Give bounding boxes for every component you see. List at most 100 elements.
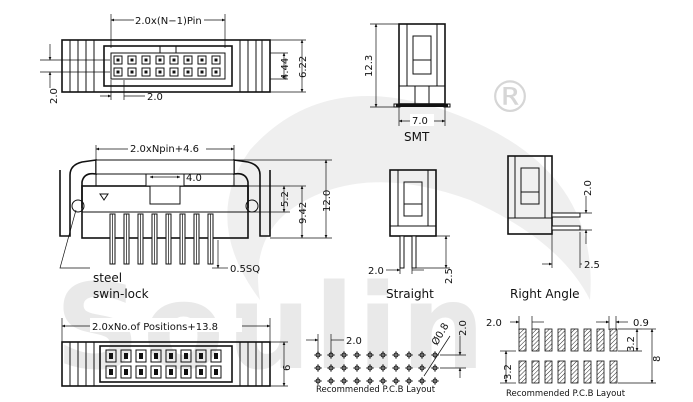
- bottom-pin: [124, 353, 128, 359]
- top-pin-cell: [141, 55, 151, 65]
- pcb2-pad: [557, 328, 566, 352]
- bottom-pin: [199, 353, 203, 359]
- pcb2-dim-pad: 0.9: [633, 318, 649, 329]
- callout-steel: steel: [93, 271, 122, 285]
- top-pin-cell: [113, 67, 123, 77]
- callout-swin-lock: swin-lock: [93, 287, 149, 301]
- bottom-pin-cell: [105, 365, 117, 379]
- front-view: 2.0xNpin+4.6 4.0 5.2 9.42 12.0 0.5SQ ste…: [59, 141, 333, 301]
- bottom-pin: [109, 353, 113, 359]
- bottom-pin-cell: [105, 349, 117, 363]
- bottom-pin: [139, 353, 143, 359]
- pcb2-pad: [609, 360, 618, 384]
- top-pin-cell: [155, 55, 165, 65]
- dim-ra-pitch: 2.0: [583, 180, 594, 196]
- bottom-pin-cell: [120, 365, 132, 379]
- dim-bottom-height: 6: [282, 365, 293, 371]
- bottom-pin-cell: [180, 365, 192, 379]
- dim-smt-width: 7.0: [412, 116, 428, 127]
- top-pin-cell: [197, 55, 207, 65]
- dim-top-pitch-bottom: 2.0: [147, 92, 163, 103]
- top-pin: [116, 58, 120, 62]
- bottom-pin-cell: [165, 349, 177, 363]
- pcb2-pad: [583, 328, 592, 352]
- bottom-pin: [154, 353, 158, 359]
- bottom-pin: [109, 369, 113, 375]
- bottom-pin-cell: [210, 349, 222, 363]
- top-pin-cell: [169, 55, 179, 65]
- pcb2-pad: [531, 328, 540, 352]
- pcb2-pad: [518, 328, 527, 352]
- bottom-view: 2.0xNo.of Positions+13.8 6: [61, 318, 293, 387]
- bottom-pin: [124, 369, 128, 375]
- pcb1-holes: [314, 351, 439, 385]
- pcb2-label: Recommended P.C.B Layout: [506, 389, 626, 399]
- top-pin-cell: [211, 55, 221, 65]
- top-view-pins: [113, 55, 221, 77]
- bottom-pin: [169, 369, 173, 375]
- pcb2-pad: [596, 360, 605, 384]
- bottom-pin-cell: [150, 349, 162, 363]
- bottom-pin: [139, 369, 143, 375]
- dim-bottom-width: 2.0xNo.of Positions+13.8: [92, 322, 218, 333]
- registered-mark: ®: [488, 72, 532, 123]
- top-pin-cell: [141, 67, 151, 77]
- dim-front-width: 2.0xNpin+4.6: [130, 144, 199, 155]
- top-pin-cell: [211, 67, 221, 77]
- bottom-pin-cell: [210, 365, 222, 379]
- right-angle-view: 2.0 2.5 Right Angle: [507, 155, 600, 301]
- pcb2-pad: [544, 328, 553, 352]
- pcb2-pad: [570, 360, 579, 384]
- pcb2-pads: [518, 328, 618, 384]
- pcb2-dim-total: 8: [652, 356, 663, 362]
- smt-label: SMT: [404, 130, 430, 144]
- bottom-pin-cell: [165, 365, 177, 379]
- dim-front-inner: 4.0: [186, 173, 202, 184]
- top-pin: [214, 58, 218, 62]
- top-pin: [158, 58, 162, 62]
- dim-front-pin: 0.5SQ: [230, 264, 260, 275]
- top-pin-cell: [183, 67, 193, 77]
- dim-top-pitch-left: 2.0: [49, 88, 60, 104]
- top-pin-cell: [127, 67, 137, 77]
- top-pin: [200, 70, 204, 74]
- pcb1-dim-pitch-x: 2.0: [346, 336, 362, 347]
- top-pin: [130, 70, 134, 74]
- bottom-pin: [184, 369, 188, 375]
- top-pin: [158, 70, 162, 74]
- pcb2-pad: [609, 328, 618, 352]
- bottom-pin-cell: [150, 365, 162, 379]
- bottom-pin: [199, 369, 203, 375]
- top-pin-cell: [155, 67, 165, 77]
- bottom-pin-cell: [135, 365, 147, 379]
- top-pin-cell: [127, 55, 137, 65]
- dim-top-h2: 6.22: [298, 56, 309, 78]
- top-pin: [116, 70, 120, 74]
- top-pin: [200, 58, 204, 62]
- top-pin: [172, 58, 176, 62]
- dim-front-h2: 9.42: [298, 202, 309, 224]
- bottom-pin: [169, 353, 173, 359]
- bottom-view-pins: [105, 349, 222, 379]
- straight-label: Straight: [386, 287, 434, 301]
- dim-top-h1: 4.44: [280, 58, 291, 80]
- right-angle-label: Right Angle: [510, 287, 580, 301]
- top-pin-cell: [113, 55, 123, 65]
- bottom-pin-cell: [195, 365, 207, 379]
- top-pin-cell: [169, 67, 179, 77]
- pcb2-pad: [583, 360, 592, 384]
- pcb2-pad: [557, 360, 566, 384]
- dim-front-h3: 12.0: [322, 190, 333, 212]
- top-pin: [144, 58, 148, 62]
- front-view-pins: [109, 213, 214, 265]
- top-view: 2.0x(N−1)Pin 4.44 6.22 2.0 2.0: [40, 12, 309, 104]
- dim-ra-tail: 2.5: [584, 260, 600, 271]
- straight-view: 2.0 2.5 Straight: [368, 169, 455, 301]
- pcb1-dim-pitch-y: 2.0: [458, 320, 469, 336]
- top-pin-cell: [183, 55, 193, 65]
- pcb2-dim-pad-h: 3.2: [626, 336, 637, 352]
- pcb2-dim-gap: 3.2: [503, 364, 514, 380]
- bottom-pin: [214, 353, 218, 359]
- pcb2-pad: [596, 328, 605, 352]
